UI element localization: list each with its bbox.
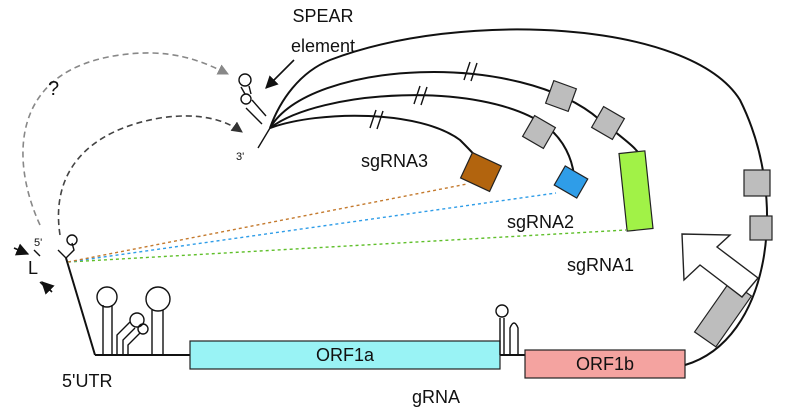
leader-tick-top: [33, 249, 41, 257]
question-mark: ?: [48, 78, 59, 100]
hollow-arrow: [681, 233, 760, 298]
spear-label-line1: SPEAR: [292, 6, 353, 26]
five-prime-label: 5': [34, 237, 42, 249]
orf1b-label: ORF1b: [576, 354, 634, 374]
genome-3prime-arc: [269, 28, 769, 366]
leader-tick-bottom: [39, 281, 47, 289]
utr-stem-loops: [96, 286, 171, 355]
leader-bracket-bottom: [41, 281, 55, 295]
sgrna2-label: sgRNA2: [507, 212, 574, 232]
link-sgrna2: [67, 192, 557, 263]
leader-bracket-top: [13, 243, 30, 256]
gene-box: [544, 79, 578, 113]
spear-element: [238, 73, 271, 149]
gene-boxes-inner: [521, 79, 626, 150]
orf1b-box: [524, 349, 686, 379]
frameshift-pseudoknot: [495, 304, 519, 355]
utr-label: 5'UTR: [62, 371, 112, 391]
sgrna2-box: [553, 165, 589, 199]
sgrna-strands: [269, 71, 643, 176]
grna-label: gRNA: [412, 387, 460, 407]
spear-pointer-arrow: [265, 59, 295, 89]
gene-box: [743, 169, 771, 197]
break-marks: [369, 61, 478, 130]
three-prime-label: 3': [236, 151, 244, 163]
sgrna1-label: sgRNA1: [567, 255, 634, 275]
leader-hairpin: [57, 234, 78, 259]
link-sgrna3: [67, 183, 468, 263]
orf1a-label: ORF1a: [316, 345, 375, 365]
dashed-arrow-short: [57, 115, 243, 236]
orf1a-box: [189, 340, 501, 370]
gene-box: [749, 215, 773, 241]
leader-label: L: [28, 258, 38, 278]
spear-label-line2: element: [291, 36, 355, 56]
sgrna3-box: [459, 151, 503, 193]
dashed-arrow-long: [22, 52, 230, 226]
gene-boxes-outer: [693, 169, 773, 348]
sgrna1-box: [618, 150, 654, 232]
gene-box: [590, 105, 626, 141]
sgrna3-label: sgRNA3: [361, 151, 428, 171]
gene-box: [521, 114, 557, 150]
